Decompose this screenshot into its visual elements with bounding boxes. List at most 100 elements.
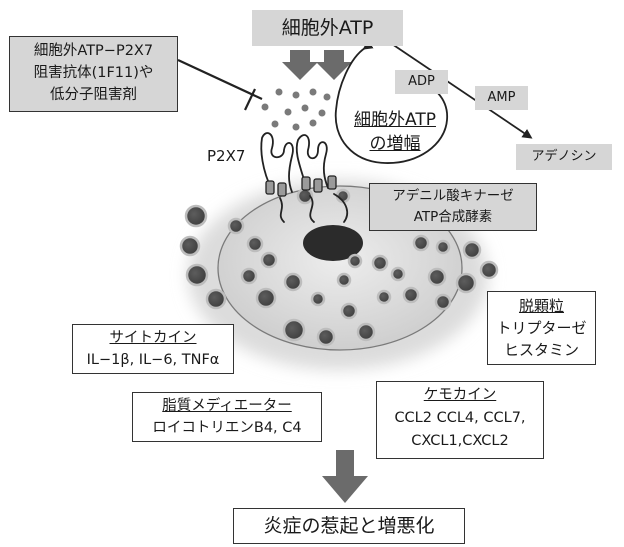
granule bbox=[412, 234, 430, 252]
lipid-mediator-items: ロイコトリエンB4, C4 bbox=[152, 420, 302, 436]
channel-subunit bbox=[277, 182, 287, 197]
atp-dot bbox=[309, 119, 317, 127]
granule bbox=[310, 291, 326, 307]
adenosine-label: アデノシン bbox=[531, 149, 597, 164]
p2x7-label: P2X7 bbox=[207, 147, 246, 165]
granule bbox=[185, 263, 209, 287]
granule bbox=[371, 254, 389, 272]
granule bbox=[390, 266, 406, 282]
release-arrows bbox=[282, 50, 352, 80]
inhibition-symbol bbox=[177, 59, 263, 111]
amp-label: AMP bbox=[487, 90, 516, 105]
atp-dot bbox=[292, 91, 300, 99]
p2x7-channels bbox=[265, 175, 337, 197]
chemokine-items-1: CCL2 CCL4, CCL7, bbox=[394, 410, 526, 426]
granule bbox=[434, 293, 452, 311]
atp-dot bbox=[284, 108, 292, 116]
receptor-loop bbox=[295, 134, 329, 189]
receptor-tail bbox=[333, 193, 349, 223]
granule bbox=[402, 286, 420, 304]
granule bbox=[205, 288, 227, 310]
degranulation-title: 脱顆粒 bbox=[518, 297, 564, 315]
chemokine-items-2: CXCL1,CXCL2 bbox=[411, 433, 509, 449]
inhibitor-box: 細胞外ATP−P2X7 阻害抗体(1F11)や 低分子阻害剤 bbox=[9, 36, 178, 112]
inhibitor-line-1: 細胞外ATP−P2X7 bbox=[33, 43, 154, 59]
receptor-tail bbox=[309, 195, 315, 223]
atp-dot bbox=[309, 88, 317, 96]
cytokine-title: サイトカイン bbox=[109, 330, 197, 346]
inhibition-line bbox=[177, 59, 263, 100]
p2x7-receptors bbox=[260, 132, 349, 223]
channel-subunit bbox=[301, 176, 311, 191]
granule bbox=[455, 272, 477, 294]
channel-subunit bbox=[313, 178, 323, 193]
granule bbox=[227, 217, 245, 235]
granule bbox=[376, 289, 392, 305]
granule bbox=[240, 267, 258, 285]
adenosine-box: アデノシン bbox=[516, 144, 612, 170]
granule bbox=[179, 235, 201, 257]
granule bbox=[316, 327, 336, 347]
extracellular-atp-box: 細胞外ATP bbox=[252, 10, 403, 46]
adenylate-kinase-line-2: ATP合成酵素 bbox=[413, 209, 493, 225]
granule bbox=[246, 235, 264, 253]
channel-subunit bbox=[265, 180, 275, 195]
granule bbox=[184, 204, 208, 228]
inhibitor-line-2: 阻害抗体(1F11)や bbox=[33, 65, 154, 81]
granule bbox=[336, 272, 352, 288]
adp-label: ADP bbox=[408, 74, 435, 89]
degradation-arrow bbox=[391, 43, 533, 139]
receptor-loop bbox=[260, 132, 294, 193]
extracellular-atp-label: 細胞外ATP bbox=[281, 17, 374, 39]
granule bbox=[479, 260, 499, 280]
down-arrow-icon bbox=[316, 50, 352, 80]
atp-dot bbox=[323, 93, 331, 101]
granule bbox=[435, 239, 451, 255]
adenylate-kinase-line-1: アデニル酸キナーゼ bbox=[392, 188, 514, 204]
cytokine-items: IL−1β, IL−6, TNFα bbox=[86, 352, 220, 368]
channel-subunit bbox=[327, 175, 337, 190]
atp-molecules bbox=[261, 88, 331, 131]
granule bbox=[282, 318, 306, 342]
amplification-loop bbox=[334, 39, 448, 164]
chemokine-box: ケモカイン CCL2 CCL4, CCL7, CXCL1,CXCL2 bbox=[376, 381, 544, 459]
granule bbox=[340, 302, 358, 320]
granule bbox=[255, 287, 277, 309]
big-down-arrow-icon bbox=[322, 450, 368, 503]
amp-box: AMP bbox=[475, 86, 528, 110]
degranulation-item-1: トリプターゼ bbox=[496, 319, 587, 337]
inhibitor-line-3: 低分子阻害剤 bbox=[50, 87, 137, 103]
granule bbox=[427, 267, 447, 287]
granule bbox=[347, 253, 363, 269]
cytokine-box: サイトカイン IL−1β, IL−6, TNFα bbox=[72, 324, 234, 374]
degranulation-item-2: ヒスタミン bbox=[503, 341, 579, 359]
atp-dot bbox=[318, 109, 326, 117]
adp-box: ADP bbox=[395, 70, 448, 94]
amplification-line-2: の増幅 bbox=[369, 134, 421, 154]
granule bbox=[462, 240, 482, 260]
atp-dot bbox=[261, 103, 269, 111]
amplification-label-group: 細胞外ATP の増幅 bbox=[343, 108, 447, 156]
inflammation-box: 炎症の惹起と増悪化 bbox=[233, 508, 465, 544]
chemokine-title: ケモカイン bbox=[423, 387, 497, 403]
down-arrow-icon bbox=[282, 50, 318, 80]
atp-dot bbox=[292, 123, 300, 131]
atp-dot bbox=[275, 88, 283, 96]
inhibition-bar bbox=[244, 88, 256, 111]
amplification-line-1: 細胞外ATP bbox=[354, 110, 436, 130]
granule bbox=[283, 272, 303, 292]
lipid-mediator-box: 脂質メディエーター ロイコトリエンB4, C4 bbox=[132, 392, 322, 442]
granules bbox=[179, 187, 499, 347]
nucleus bbox=[303, 225, 363, 261]
degranulation-box: 脱顆粒 トリプターゼ ヒスタミン bbox=[487, 291, 596, 365]
granule bbox=[260, 251, 278, 269]
granule bbox=[356, 322, 376, 342]
adenylate-kinase-box: アデニル酸キナーゼ ATP合成酵素 bbox=[369, 183, 537, 231]
atp-dot bbox=[301, 104, 309, 112]
p2x7-label-box: P2X7 bbox=[207, 147, 263, 165]
inflammation-label: 炎症の惹起と増悪化 bbox=[263, 515, 435, 537]
atp-dot bbox=[271, 120, 279, 128]
receptor-tail bbox=[279, 197, 285, 223]
lipid-mediator-title: 脂質メディエーター bbox=[162, 398, 292, 414]
